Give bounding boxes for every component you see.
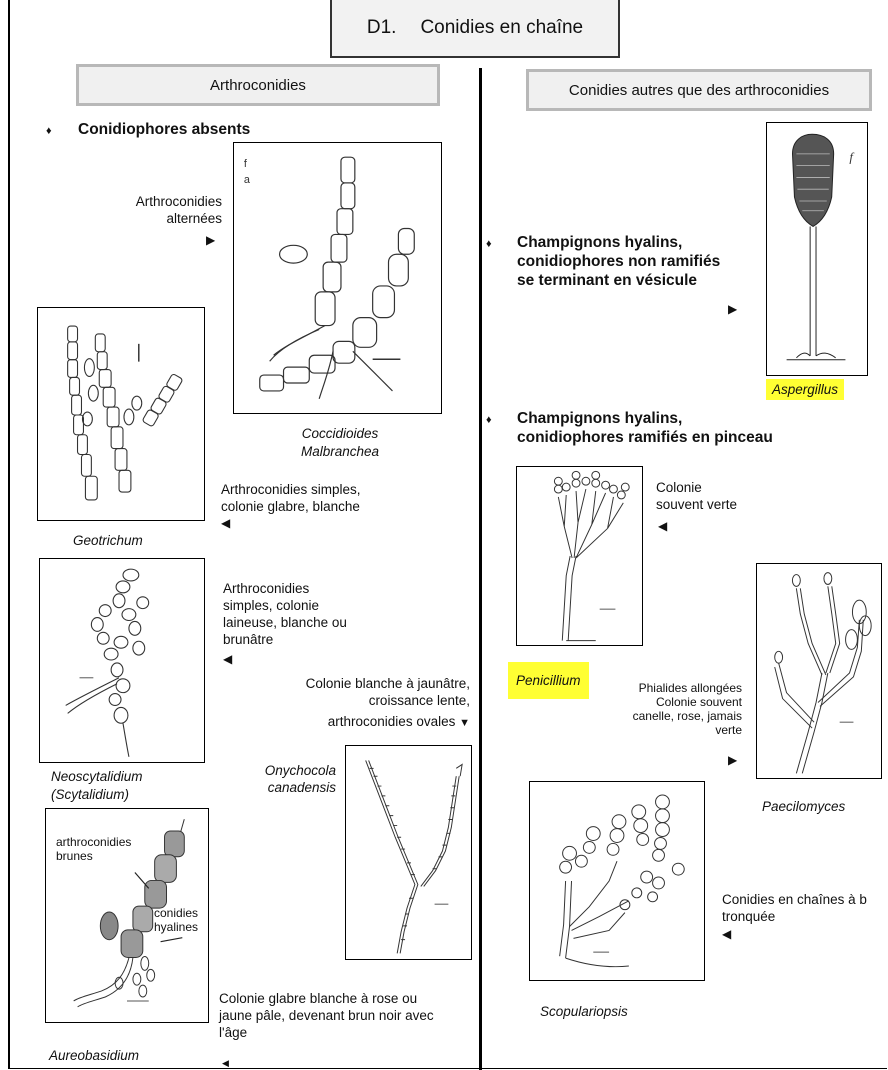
desc-scopulariopsis-line: tronquée <box>722 908 886 925</box>
scopulariopsis-drawing <box>530 782 704 980</box>
caption-onychocola-line: canadensis <box>250 779 336 796</box>
caption-paecilomyces: Paecilomyces <box>762 798 845 815</box>
desc-paecilomyces-line: Colonie souvent <box>590 695 742 709</box>
caption-onychocola: Onychocola canadensis <box>250 762 336 796</box>
aspergillus-drawing: f <box>767 123 867 375</box>
desc-paecilomyces: Phialides allongées Colonie souvent cane… <box>590 681 742 737</box>
arrow-left-icon: ◀ <box>722 927 731 941</box>
section-autres-conidies: Conidies autres que des arthroconidies <box>526 69 872 111</box>
desc-aureobasidium-line: Colonie glabre blanche à rose ou <box>219 990 434 1007</box>
column-divider <box>479 68 482 1070</box>
bullet-penicillium-line: conidiophores ramifiés en pinceau <box>517 428 773 447</box>
desc-geotrichum: Arthroconidies simples, colonie glabre, … <box>221 481 361 515</box>
caption-coccidioides: Coccidioides <box>266 425 414 442</box>
caption-scopulariopsis: Scopulariopsis <box>540 1003 628 1020</box>
desc-penicillium-line: Colonie <box>656 479 737 496</box>
desc-paecilomyces-line: canelle, rose, jamais <box>590 709 742 723</box>
figure-paecilomyces <box>756 563 882 779</box>
bullet-aspergillus-line: se terminant en vésicule <box>517 271 720 290</box>
desc-onychocola-line: arthroconidies ovales <box>328 714 456 729</box>
desc-geotrichum-line: colonie glabre, blanche <box>221 498 361 515</box>
title-code: D1. <box>367 17 397 39</box>
desc-neoscytalidium-line: simples, colonie <box>223 597 347 614</box>
desc-neoscytalidium: Arthroconidies simples, colonie laineuse… <box>223 580 347 648</box>
desc-onychocola: Colonie blanche à jaunâtre, croissance l… <box>250 675 470 732</box>
desc-onychocola-line: croissance lente, <box>250 692 470 709</box>
arrow-left-icon: ◀ <box>222 1058 229 1069</box>
figure-penicillium <box>516 466 643 646</box>
bullet-icon: ♦ <box>486 238 492 250</box>
label-hyalines-line: conidies <box>154 906 198 920</box>
desc-scopulariopsis: Conidies en chaînes à b tronquée <box>722 891 886 925</box>
bullet-aspergillus: Champignons hyalins, conidiophores non r… <box>517 233 720 290</box>
desc-aureobasidium: Colonie glabre blanche à rose ou jaune p… <box>219 990 434 1041</box>
label-hyalines: conidies hyalines <box>154 906 198 934</box>
bullet-icon: ♦ <box>46 125 52 137</box>
label-brunes-line: brunes <box>56 849 131 863</box>
caption-onychocola-line: Onychocola <box>250 762 336 779</box>
figure-onychocola <box>345 745 472 960</box>
svg-text:f: f <box>849 151 854 165</box>
label-alternees-line: Arthroconidies <box>80 193 222 210</box>
svg-text:a: a <box>244 174 251 186</box>
label-hyalines-line: hyalines <box>154 920 198 934</box>
caption-geotrichum: Geotrichum <box>73 532 143 549</box>
onychocola-drawing <box>346 746 471 959</box>
desc-onychocola-line: Colonie blanche à jaunâtre, <box>250 675 470 692</box>
paecilomyces-drawing <box>757 564 881 778</box>
section-arthroconidies-label: Arthroconidies <box>210 77 306 94</box>
arrow-down-icon: ▼ <box>459 717 470 729</box>
desc-paecilomyces-line: Phialides allongées <box>590 681 742 695</box>
neoscytalidium-drawing <box>40 559 204 762</box>
figure-neoscytalidium <box>39 558 205 763</box>
label-brunes: arthroconidies brunes <box>56 835 131 863</box>
section-arthroconidies: Arthroconidies <box>76 64 440 106</box>
desc-aureobasidium-line: l'âge <box>219 1024 434 1041</box>
penicillium-drawing <box>517 467 642 645</box>
label-brunes-line: arthroconidies <box>56 835 131 849</box>
bullet-penicillium-line: Champignons hyalins, <box>517 409 773 428</box>
desc-scopulariopsis-line: Conidies en chaînes à b <box>722 891 886 908</box>
figure-coccidioides: f a <box>233 142 442 414</box>
section-autres-conidies-label: Conidies autres que des arthroconidies <box>569 82 829 99</box>
title-text: Conidies en chaîne <box>420 17 583 39</box>
bullet-aspergillus-line: Champignons hyalins, <box>517 233 720 252</box>
page-title: D1. Conidies en chaîne <box>330 0 620 58</box>
caption-malbranchea: Malbranchea <box>266 443 414 460</box>
label-alternees-line: alternées <box>80 210 222 227</box>
caption-scytalidium-text: Scytalidium <box>56 787 125 802</box>
arrow-right-icon: ▶ <box>728 753 737 767</box>
caption-penicillium: Penicillium <box>508 662 589 699</box>
caption-neoscytalidium: Neoscytalidium <box>51 768 143 785</box>
desc-neoscytalidium-line: Arthroconidies <box>223 580 347 597</box>
bullet-icon: ♦ <box>486 414 492 426</box>
arrow-left-icon: ◀ <box>221 516 230 530</box>
geotrichum-drawing <box>38 308 204 520</box>
bullet-penicillium: Champignons hyalins, conidiophores ramif… <box>517 409 773 447</box>
arrow-left-icon: ◀ <box>223 652 232 666</box>
desc-aureobasidium-line: jaune pâle, devenant brun noir avec <box>219 1007 434 1024</box>
arrow-right-icon: ▶ <box>728 302 737 316</box>
desc-neoscytalidium-line: laineuse, blanche ou <box>223 614 347 631</box>
desc-penicillium-line: souvent verte <box>656 496 737 513</box>
desc-penicillium: Colonie souvent verte <box>656 479 737 513</box>
caption-aspergillus: Aspergillus <box>766 379 844 400</box>
label-alternees: Arthroconidies alternées <box>80 193 222 227</box>
hyphae-chain-drawing: f a <box>234 143 441 413</box>
caption-scytalidium: (Scytalidium) <box>51 786 129 803</box>
bullet-aspergillus-line: conidiophores non ramifiés <box>517 252 720 271</box>
figure-aspergillus: f <box>766 122 868 376</box>
desc-geotrichum-line: Arthroconidies simples, <box>221 481 361 498</box>
figure-geotrichum <box>37 307 205 521</box>
figure-scopulariopsis <box>529 781 705 981</box>
bullet-conidiophores-absents: Conidiophores absents <box>78 120 250 139</box>
desc-paecilomyces-line: verte <box>590 723 742 737</box>
desc-neoscytalidium-line: brunâtre <box>223 631 347 648</box>
caption-aureobasidium: Aureobasidium <box>49 1047 139 1064</box>
arrow-right-icon: ▶ <box>206 233 215 247</box>
arrow-left-icon: ◀ <box>658 519 667 533</box>
svg-text:f: f <box>244 158 248 170</box>
